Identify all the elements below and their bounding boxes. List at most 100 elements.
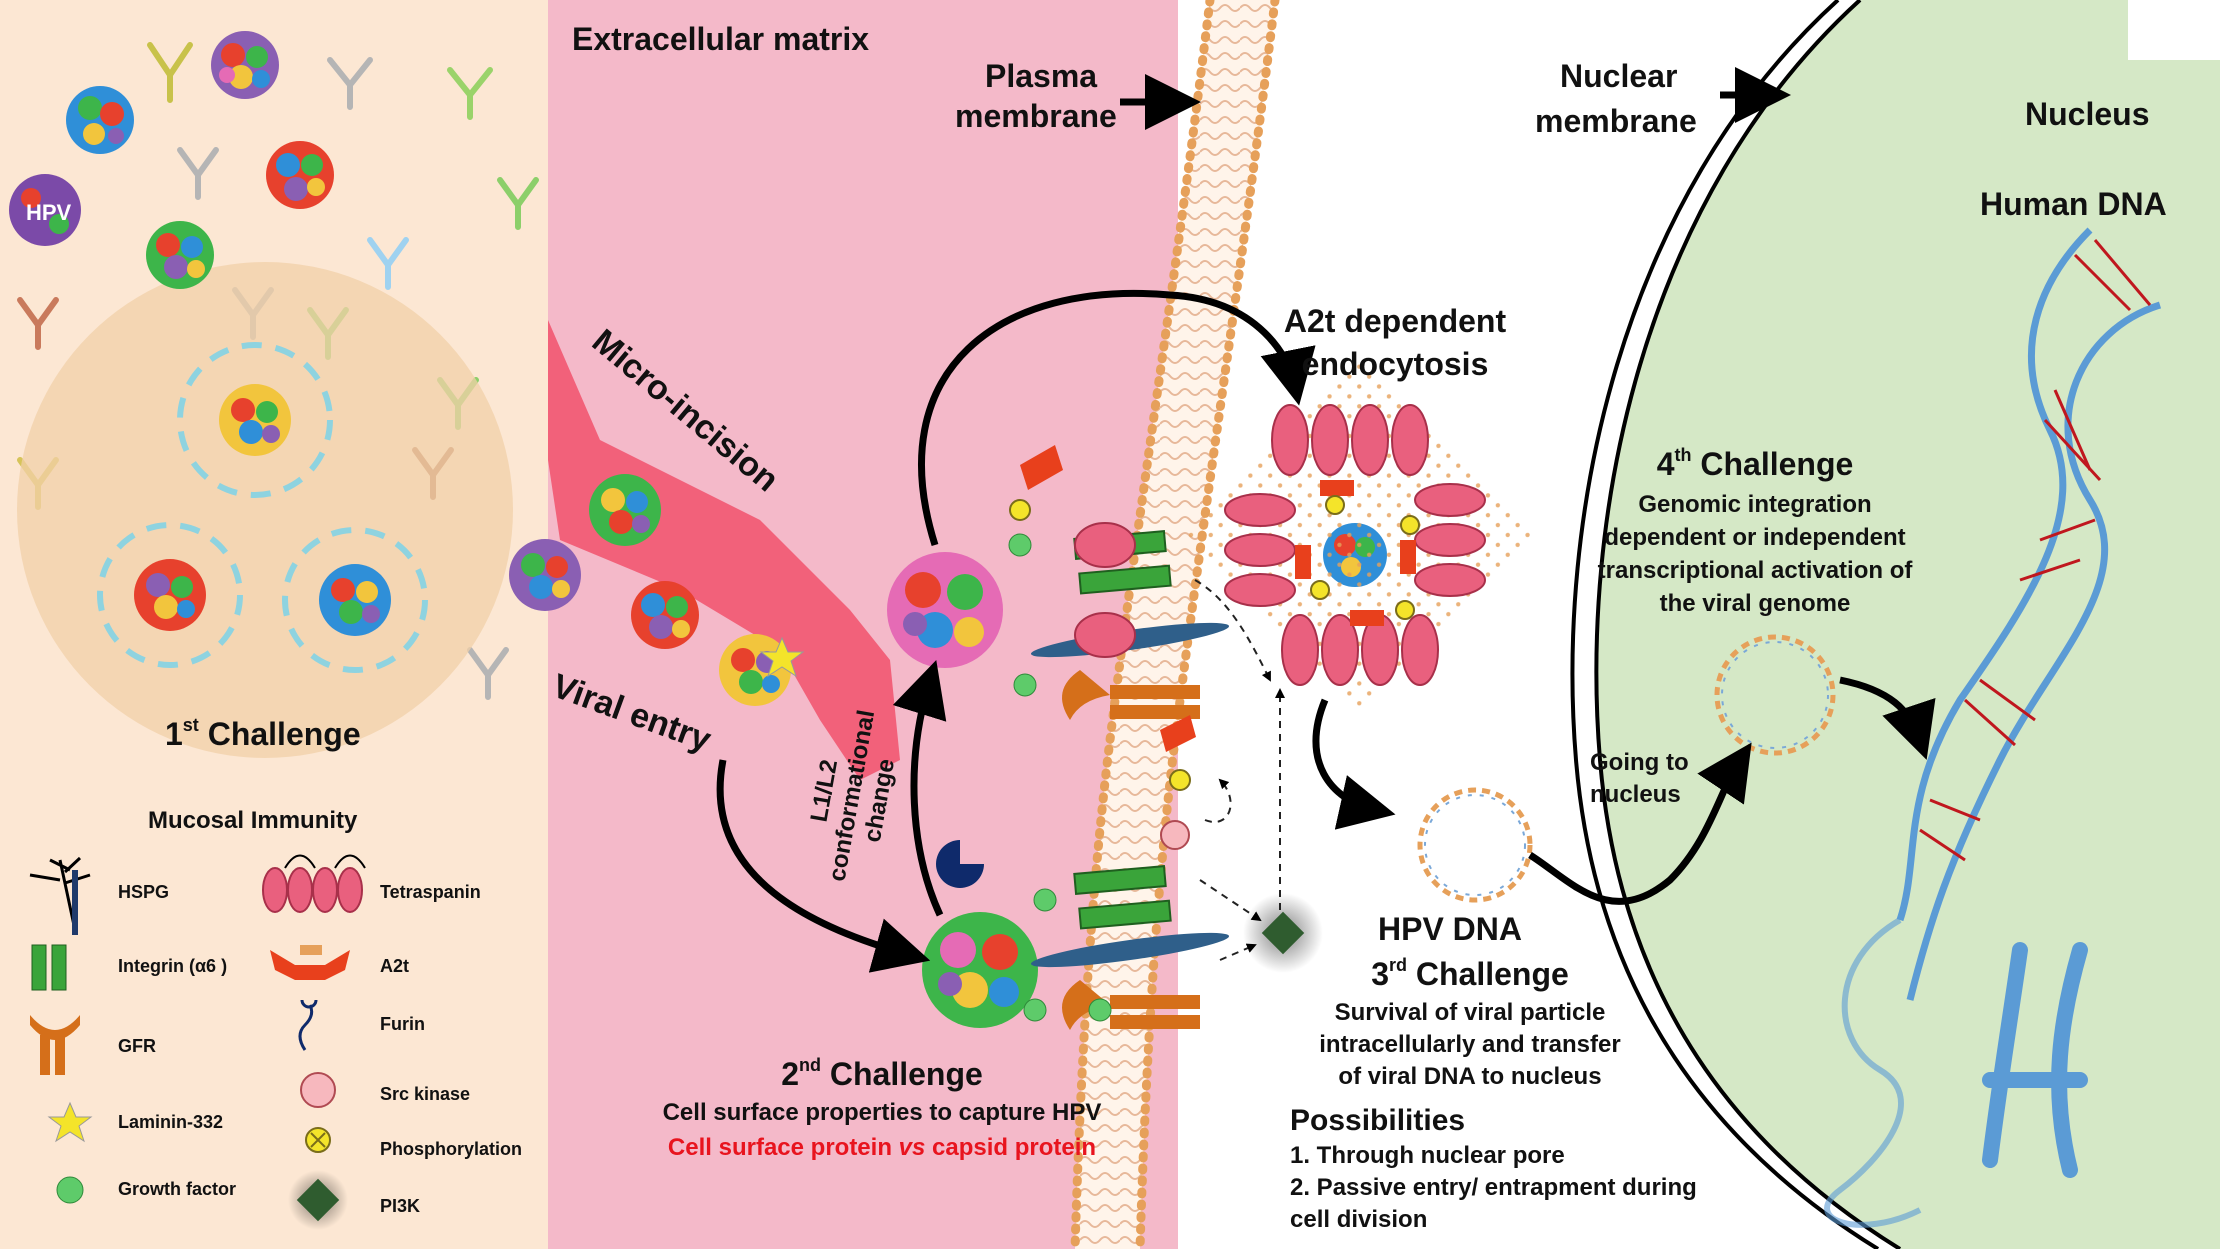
svg-text:1. Through nuclear pore: 1. Through nuclear pore <box>1290 1142 1565 1169</box>
svg-text:dependent or independent: dependent or independent <box>1604 524 1905 551</box>
svg-text:Src kinase: Src kinase <box>380 1084 470 1104</box>
arrow-virion-to-endocytosis <box>918 289 1316 547</box>
star-icon <box>47 1101 93 1143</box>
hpv-virion <box>589 474 661 546</box>
hpv-virion <box>66 86 134 154</box>
tetraspanin-icon <box>262 867 363 913</box>
chromosome <box>1982 942 2088 1178</box>
legend-integrin: Integrin (α6 ) <box>31 944 227 991</box>
first-challenge: 1st Challenge <box>165 715 361 752</box>
arrow-dna-to-nucleus <box>1528 742 1752 905</box>
legend-growth-factor: Growth factor <box>56 1176 236 1204</box>
going-to-nucleus-label-1: Going to <box>1590 749 1689 776</box>
arrow-conformational <box>892 659 947 917</box>
svg-text:Survival of viral particle: Survival of viral particle <box>1335 999 1606 1026</box>
fourth-challenge: 4th Challenge Genomic integration depend… <box>1598 445 1914 617</box>
svg-text:intracellularly and transfer: intracellularly and transfer <box>1319 1031 1620 1058</box>
hpv-virion-upper <box>887 552 1003 668</box>
legend-pi3k: PI3K <box>288 1170 420 1230</box>
svg-text:cell division: cell division <box>1290 1206 1427 1233</box>
svg-text:Furin: Furin <box>380 1014 425 1034</box>
human-dna-helix <box>1824 227 2162 1228</box>
svg-text:transcriptional activation of: transcriptional activation of <box>1598 557 1914 584</box>
svg-text:the viral genome: the viral genome <box>1660 590 1851 617</box>
svg-text:2nd Challenge: 2nd Challenge <box>781 1055 983 1092</box>
hpv-virion <box>211 31 279 99</box>
pi3k-icon <box>296 1178 340 1222</box>
second-challenge: 2nd Challenge Cell surface properties to… <box>663 1055 1102 1161</box>
a2t-endocytosis-complex <box>1178 358 1532 712</box>
antibody-clusters <box>97 342 428 673</box>
arrow-dna-to-human <box>1839 676 1936 760</box>
plasma-membrane-label-2: membrane <box>955 98 1117 134</box>
svg-text:2. Passive entry/ entrapment d: 2. Passive entry/ entrapment during <box>1290 1174 1697 1201</box>
svg-text:1st Challenge: 1st Challenge <box>165 715 361 752</box>
hpv-labeled-virion <box>9 174 81 246</box>
legend-hspg: HSPG <box>29 856 169 935</box>
hpv-virions <box>9 31 1387 1028</box>
dashed-arrows <box>1194 579 1285 961</box>
hpv-dna-label: HPV DNA <box>1378 911 1522 947</box>
a2t-endocytosis-label-1: A2t dependent <box>1284 303 1507 339</box>
first-challenge-zone <box>17 262 513 758</box>
human-dna-label: Human DNA <box>1980 186 2167 222</box>
hpv-virion <box>266 141 334 209</box>
legend: Mucosal Immunity HSPG Integrin (α6 ) GFR… <box>29 807 522 1230</box>
svg-text:4th Challenge: 4th Challenge <box>1657 445 1854 482</box>
a2t-endocytosis-label-2: endocytosis <box>1302 346 1489 382</box>
gfr-icon <box>30 1015 80 1040</box>
top-right-white-box <box>2128 0 2220 60</box>
svg-text:HSPG: HSPG <box>118 882 169 902</box>
svg-text:Laminin-332: Laminin-332 <box>118 1112 223 1132</box>
hpv-virion <box>134 559 206 631</box>
nuclear-membrane-outer <box>1570 0 1880 1251</box>
svg-text:Growth factor: Growth factor <box>118 1179 236 1199</box>
legend-a2t: A2t <box>270 945 409 980</box>
svg-text:PI3K: PI3K <box>380 1196 420 1216</box>
laminin-star <box>759 636 805 678</box>
nucleus-label: Nucleus <box>2025 96 2149 132</box>
conformational-change-label: L1/L2 conformational change <box>806 708 900 883</box>
hpv-virion <box>631 581 699 649</box>
a2t-icon <box>270 950 350 980</box>
second-challenge-desc: Cell surface properties to capture HPV <box>663 1099 1102 1126</box>
svg-text:Integrin (α6 ): Integrin (α6 ) <box>118 956 227 976</box>
second-challenge-red: Cell surface protein vs capsid protein <box>668 1134 1096 1161</box>
nuclear-membrane <box>1594 0 1902 1251</box>
integrin-icon <box>31 944 47 991</box>
furin-shape <box>936 840 984 888</box>
viral-dna-circles <box>1417 634 1836 903</box>
legend-phosphorylation: Phosphorylation <box>305 1127 522 1159</box>
plasma-membrane <box>1070 0 1280 1254</box>
hpv-label: HPV <box>26 200 72 225</box>
hpv-virion <box>319 564 391 636</box>
arrow-viral-entry <box>716 759 931 973</box>
plasma-membrane-label-1: Plasma <box>985 58 1097 94</box>
svg-text:Genomic integration: Genomic integration <box>1638 491 1871 518</box>
region-labels: Extracellular matrix Plasma membrane Nuc… <box>572 21 2167 222</box>
legend-furin: Furin <box>298 999 425 1051</box>
going-to-nucleus-label-2: nucleus <box>1590 781 1681 808</box>
hspg-icon <box>29 856 91 931</box>
possibilities-title: Possibilities <box>1290 1104 1465 1137</box>
furin-icon <box>298 999 318 1051</box>
svg-text:Tetraspanin: Tetraspanin <box>380 882 481 902</box>
legend-src-kinase: Src kinase <box>300 1072 470 1108</box>
hpv-virion <box>509 539 581 611</box>
svg-text:Phosphorylation: Phosphorylation <box>380 1139 522 1159</box>
extracellular-matrix-label: Extracellular matrix <box>572 21 869 57</box>
svg-text:GFR: GFR <box>118 1036 156 1056</box>
svg-text:of viral DNA to nucleus: of viral DNA to nucleus <box>1338 1063 1601 1090</box>
arrow-endosome-to-dna <box>1312 698 1396 830</box>
membrane-receptors <box>936 445 1230 1030</box>
legend-laminin: Laminin-332 <box>47 1101 223 1143</box>
third-challenge: 3rd Challenge Survival of viral particle… <box>1290 955 1697 1233</box>
legend-tetraspanin: Tetraspanin <box>262 854 481 913</box>
legend-gfr: GFR <box>30 1015 156 1075</box>
arrows <box>716 67 1936 973</box>
nucleus-region <box>1596 0 2220 1249</box>
pi3k-diamond <box>1261 911 1305 955</box>
hpv-virion-lower <box>922 912 1038 1028</box>
micro-incision-wound <box>548 320 900 780</box>
